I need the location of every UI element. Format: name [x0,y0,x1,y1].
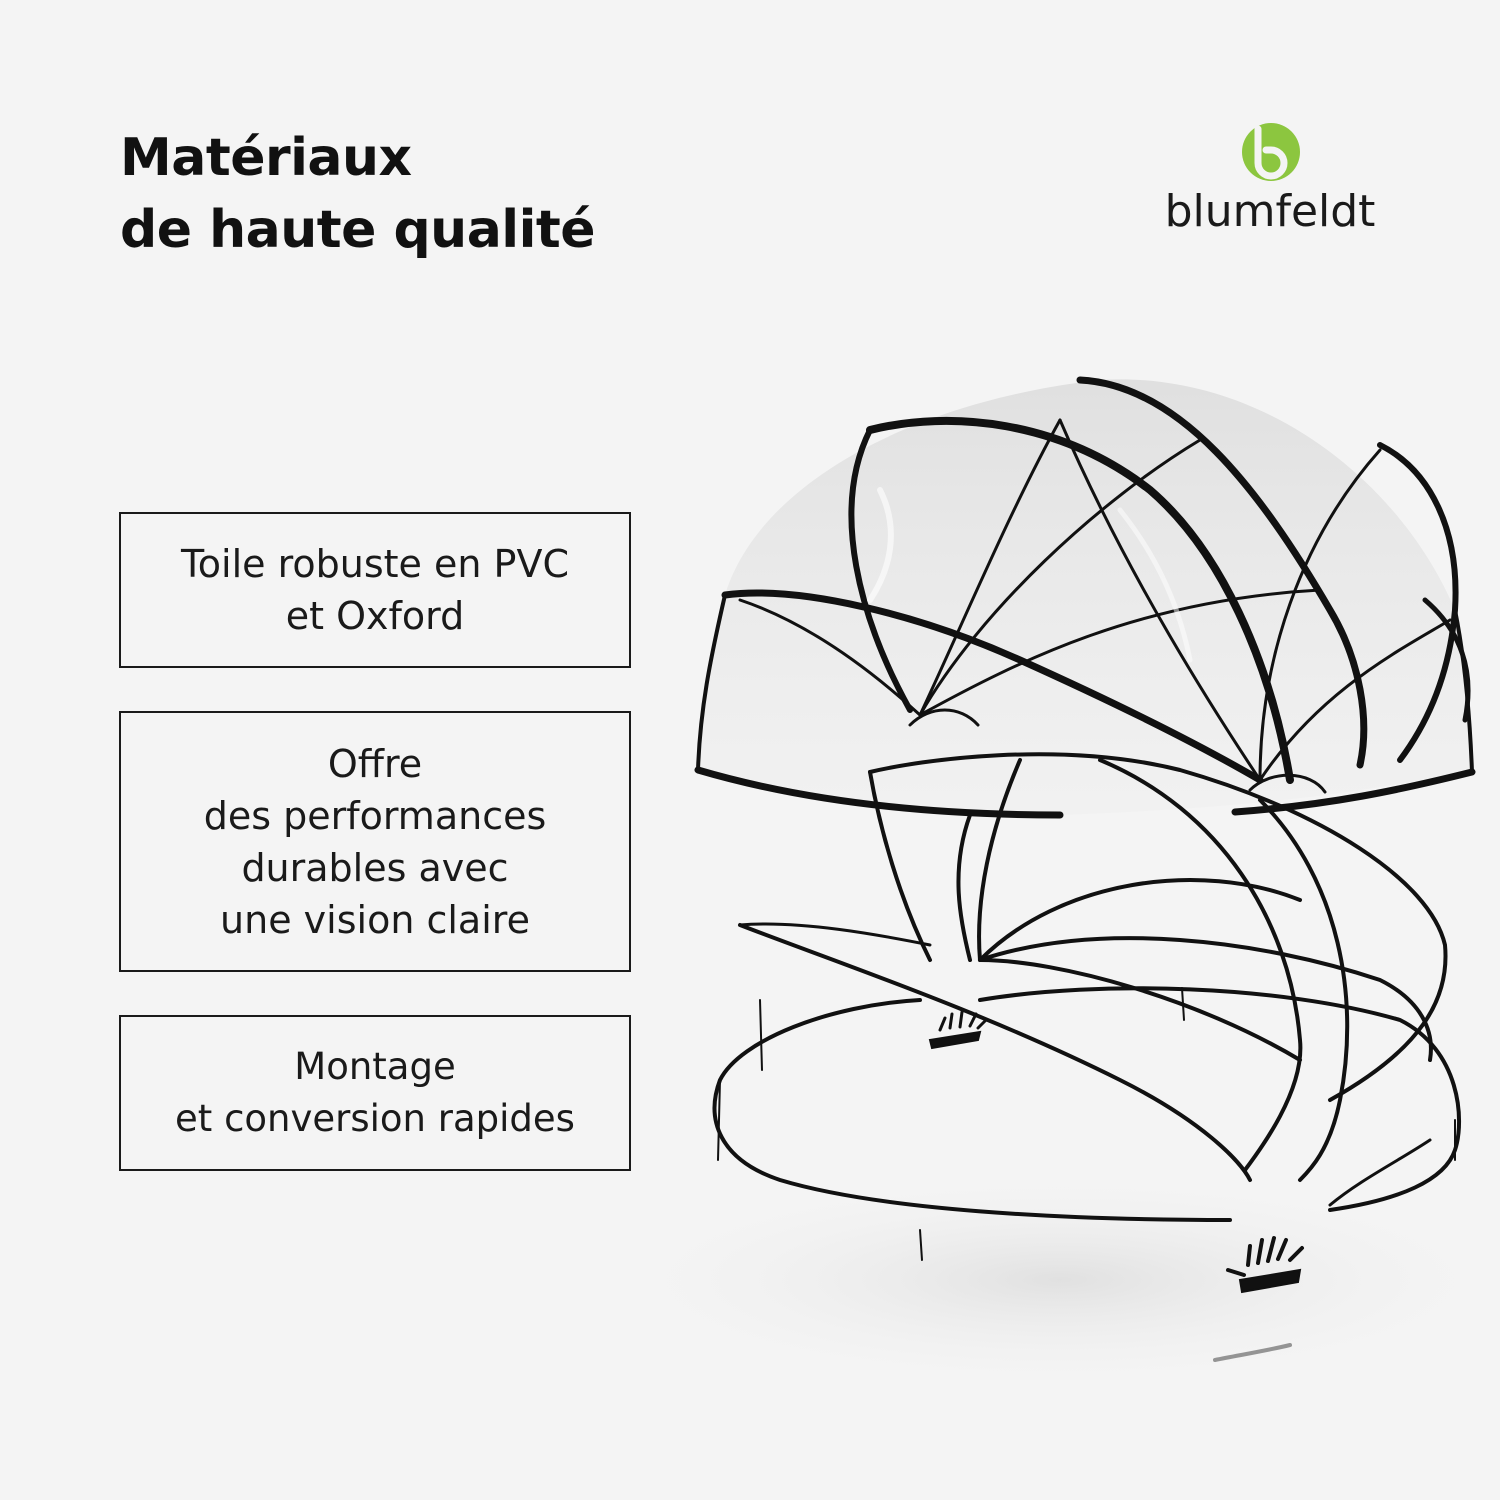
feature-text: durables avec [241,845,509,890]
feature-box-assembly: Montage et conversion rapides [119,1015,631,1171]
feature-text: et Oxford [285,594,465,638]
feature-box-material: Toile robuste en PVC et Oxford [119,512,631,668]
feature-text: Montage [294,1045,456,1088]
feature-text: des performances [203,793,547,838]
dome-cover [694,376,1476,819]
page-heading: Matériaux de haute qualité [120,122,596,266]
pool-dome-exploded-icon [590,376,1500,1380]
feature-text: une vision claire [220,897,530,942]
connector-hub-icon [928,1010,1304,1294]
brand-logo: blumfeldt [1140,112,1400,242]
heading-line-2: de haute qualité [120,200,596,260]
heading-line-1: Matériaux [120,128,412,188]
feature-box-performance: Offre des performances durables avec une… [119,711,631,972]
brand-name: blumfeldt [1164,186,1376,237]
feature-text: et conversion rapides [175,1097,575,1140]
dome-frame [712,752,1462,1261]
leaf-b-logo-icon [1242,123,1300,181]
feature-text: Toile robuste en PVC [181,542,569,586]
feature-text: Offre [327,741,423,786]
